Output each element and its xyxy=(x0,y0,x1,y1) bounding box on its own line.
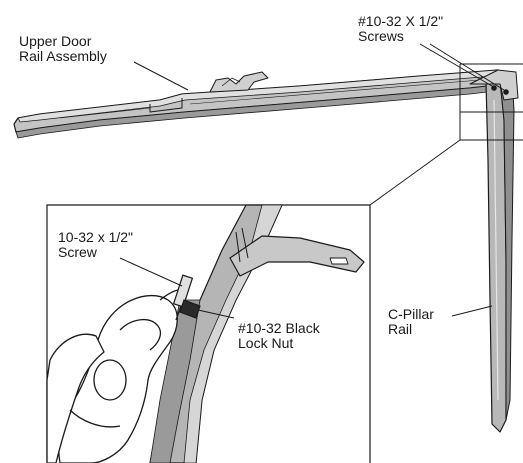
label-screws-top: #10-32 X 1/2" Screws xyxy=(358,14,443,44)
pliers-icon xyxy=(46,288,187,463)
label-line: Screws xyxy=(358,28,404,44)
label-line: Upper Door xyxy=(19,33,92,49)
label-line: #10-32 Black xyxy=(238,320,320,336)
leader-lines xyxy=(119,43,505,319)
label-line: Rail Assembly xyxy=(19,48,107,64)
label-line: Lock Nut xyxy=(238,335,294,351)
detail-inset xyxy=(46,204,371,463)
label-line: 10-32 x 1/2" xyxy=(58,229,134,245)
label-line: Screw xyxy=(58,244,97,260)
label-lock-nut: #10-32 Black Lock Nut xyxy=(238,321,320,351)
label-line: Rail xyxy=(388,321,413,337)
label-c-pillar: C-Pillar Rail xyxy=(388,307,434,337)
screw-head-icon xyxy=(503,89,509,95)
upper-door-rail xyxy=(13,69,511,139)
label-line: #10-32 X 1/2" xyxy=(358,13,444,29)
label-upper-door-rail: Upper Door Rail Assembly xyxy=(19,34,107,64)
screw-head-icon xyxy=(491,85,497,91)
label-screw-detail: 10-32 x 1/2" Screw xyxy=(58,230,133,260)
callout-box xyxy=(369,63,523,206)
c-pillar-rail xyxy=(469,69,519,433)
label-line: C-Pillar xyxy=(388,306,434,322)
screw-nut-icon xyxy=(172,274,201,319)
